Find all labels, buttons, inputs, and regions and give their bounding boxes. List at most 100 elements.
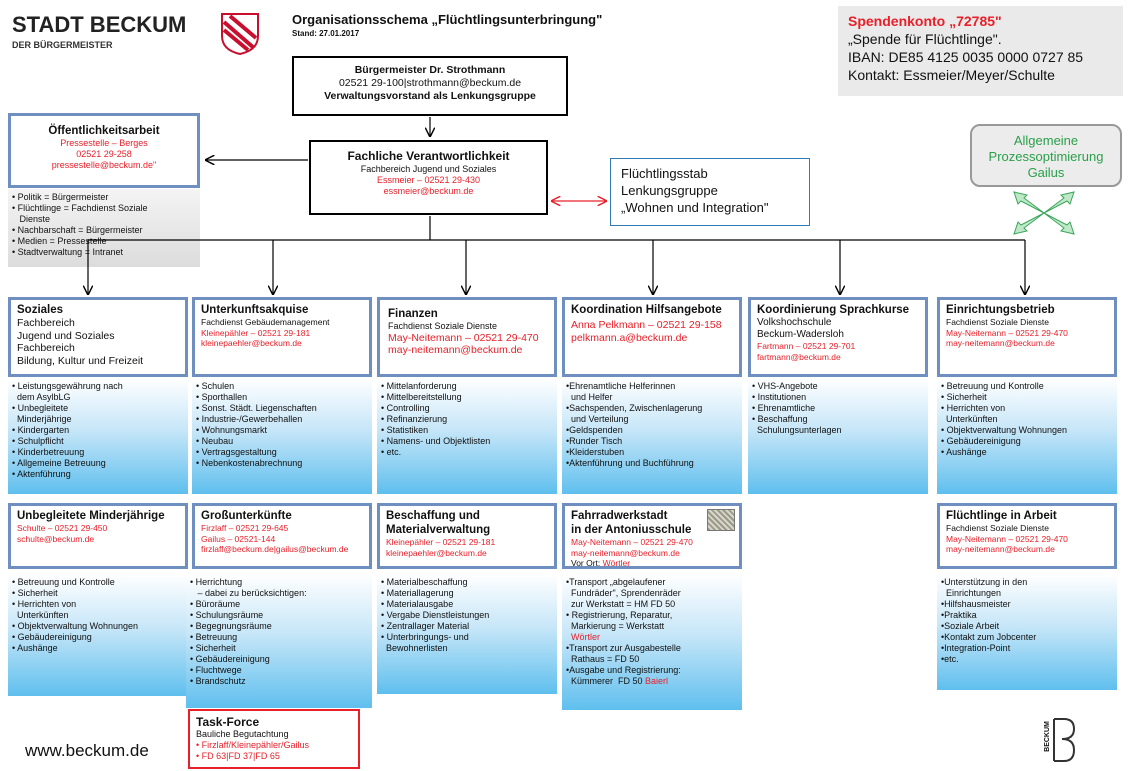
box-line: Fachdienst Soziale Dienste	[946, 317, 1050, 327]
box-line: firzlaff@beckum.de|gailus@beckum.de	[201, 544, 349, 554]
four-way-arrow-icon	[1013, 191, 1075, 235]
pr-title: Öffentlichkeitsarbeit	[48, 125, 160, 137]
list-item: • Sicherheit	[190, 643, 236, 653]
list-item: • Medien = Pressestelle	[12, 236, 107, 246]
list-item: •Transport „abgelaufener	[566, 577, 666, 587]
list-item: • Begegnungsräume	[190, 621, 272, 631]
list-item: Markierung = Werkstatt	[566, 621, 665, 631]
b-logo-icon	[1053, 718, 1076, 762]
list-item: • Nebenkostenabrechnung	[196, 458, 303, 468]
list-item: • Statistiken	[381, 425, 429, 435]
list-item: •etc.	[941, 654, 959, 664]
list-item: • Aushänge	[941, 447, 987, 457]
list-item: • Neubau	[196, 436, 234, 446]
staff-line: Flüchtlingsstab	[621, 166, 708, 181]
list-item-name: Baierl	[645, 676, 669, 686]
city-logo-text: STADT BECKUM DER BÜRGERMEISTER	[12, 12, 186, 50]
list-item: Einrichtungen	[941, 588, 1002, 598]
social-list: • Leistungsgewährung nach dem AsylbLG • …	[8, 378, 188, 494]
list-item: • Refinanzierung	[381, 414, 448, 424]
box-title: Finanzen	[388, 308, 438, 320]
list-item: • Objektverwaltung Wohnungen	[941, 425, 1068, 435]
box-line: Kleinepähler – 02521 29-181	[201, 327, 311, 338]
brand-text: BECKUM	[1043, 721, 1051, 752]
coat-of-arms-icon	[221, 13, 259, 56]
list-item: • Industrie-/Gewerbehallen	[196, 414, 303, 424]
list-item: Rathaus = FD 50	[566, 654, 640, 664]
pr-phone: 02521 29-258	[76, 149, 132, 159]
list-item: • Zentrallager Material	[381, 621, 470, 631]
box-title: Koordination Hilfsangebote	[571, 304, 722, 316]
list-item: dem AsylbLG	[12, 392, 71, 402]
beckum-logo: BECKUM	[1040, 715, 1080, 765]
box-line: Firzlaff – 02521 29-645	[201, 523, 289, 533]
box-line: Fartmann – 02521 29-701	[757, 341, 856, 351]
donation-line: „Spende für Flüchtlinge".	[848, 31, 1002, 47]
list-item: Kümmerer FD 50 Baierl	[566, 676, 738, 687]
list-item: • Beschaffung	[752, 414, 808, 424]
list-item: • VHS-Angebote	[752, 381, 818, 391]
process-optimization-box: Allgemeine Prozessoptimierung Gailus	[970, 124, 1122, 187]
language-course-box: Koordinierung Sprachkurse Volkshochschul…	[748, 297, 928, 377]
list-item: • Allgemeine Betreuung	[12, 458, 106, 468]
box-line: Bauliche Begutachtung	[196, 729, 289, 739]
list-item: • Registrierung, Reparatur,	[566, 610, 673, 620]
list-item: • Herrichten von	[941, 403, 1006, 413]
box-line: May-Neitemann – 02521 29-470	[571, 537, 693, 547]
box-line: fartmann@beckum.de	[757, 351, 841, 362]
box-line: Bildung, Kultur und Freizeit	[17, 354, 144, 367]
list-item: • Gebäudereinigung	[12, 632, 92, 642]
box-title: Soziales	[17, 304, 64, 316]
box-line: May-Neitemann – 02521 29-470	[946, 533, 1068, 544]
box-line: Schulte – 02521 29-450	[17, 523, 108, 533]
list-item: •Runder Tisch	[566, 436, 623, 446]
finance-list: • Mittelanforderung • Mittelbereitstellu…	[377, 378, 557, 494]
box-line: • Firzlaff/Kleinepähler/Gailus	[196, 740, 310, 750]
list-item: •Aktenführung und Buchführung	[566, 458, 694, 468]
list-item: zur Werkstatt = HM FD 50	[566, 599, 676, 609]
box-title: Großunterkünfte	[201, 510, 292, 522]
responsibility-phone: Essmeier – 02521 29-430	[376, 175, 481, 185]
list-item: • Fluchtwege	[190, 665, 242, 675]
list-item: • Sporthallen	[196, 392, 248, 402]
box-line: kleinepaehler@beckum.de	[386, 547, 487, 558]
list-item: • Kinderbetreuung	[12, 447, 85, 457]
responsibility-title: Fachliche Verantwortlichkeit	[347, 149, 510, 163]
list-item: • Institutionen	[752, 392, 807, 402]
box-title: Materialverwaltung	[386, 524, 491, 536]
box-title: Unbegleitete Minderjährige	[17, 510, 165, 522]
process-line: Gailus	[1027, 165, 1065, 180]
list-item: Dienste	[12, 214, 51, 224]
list-item: • Namens- und Objektlisten	[381, 436, 491, 446]
list-item: •Geldspenden	[566, 425, 623, 435]
city-name: STADT BECKUM	[12, 12, 187, 37]
process-line: Prozessoptimierung	[988, 149, 1104, 164]
website-link[interactable]: www.beckum.de	[25, 741, 149, 760]
staff-line: „Wohnen und Integration"	[621, 200, 769, 215]
donation-title: Spendenkonto „72785"	[848, 13, 1002, 29]
bike-workshop-list: •Transport „abgelaufener Fundräder", Spr…	[562, 574, 742, 710]
list-item: und Verteilung	[566, 414, 629, 424]
list-item: • Leistungsgewährung nach	[12, 381, 123, 391]
list-item: • Vergabe Dienstleistungen	[381, 610, 490, 620]
list-item: •Transport zur Ausgabestelle	[566, 643, 681, 653]
list-item: • Objektverwaltung Wohnungen	[12, 621, 139, 631]
list-item: • Aushänge	[12, 643, 58, 653]
list-item: • Herrichten von	[12, 599, 77, 609]
onsite-name: Wörtler	[602, 558, 631, 568]
social-box: Soziales Fachbereich Jugend und Soziales…	[8, 297, 188, 377]
list-item: • Schulungsräume	[190, 610, 264, 620]
list-item: • Ehrenamtliche	[752, 403, 816, 413]
list-item: •Soziale Arbeit	[941, 621, 1000, 631]
aid-list: •Ehrenamtliche Helferinnen und Helfer •S…	[562, 378, 742, 494]
list-item: • Herrichtung	[190, 577, 243, 587]
mayor-subtitle: DER BÜRGERMEISTER	[12, 40, 113, 50]
list-item: • Materialausgabe	[381, 599, 454, 609]
list-item: • Betreuung und Kontrolle	[941, 381, 1044, 391]
facility-list: • Betreuung und Kontrolle • Sicherheit •…	[937, 378, 1117, 494]
box-line: Beckum-Wadersloh	[757, 329, 844, 340]
list-item: • Materiallagerung	[381, 588, 454, 598]
box-title: in der Antoniusschule	[571, 524, 692, 536]
box-line: May-Neitemann – 02521 29-470	[946, 327, 1068, 338]
list-item: Unterkünften	[941, 414, 998, 424]
